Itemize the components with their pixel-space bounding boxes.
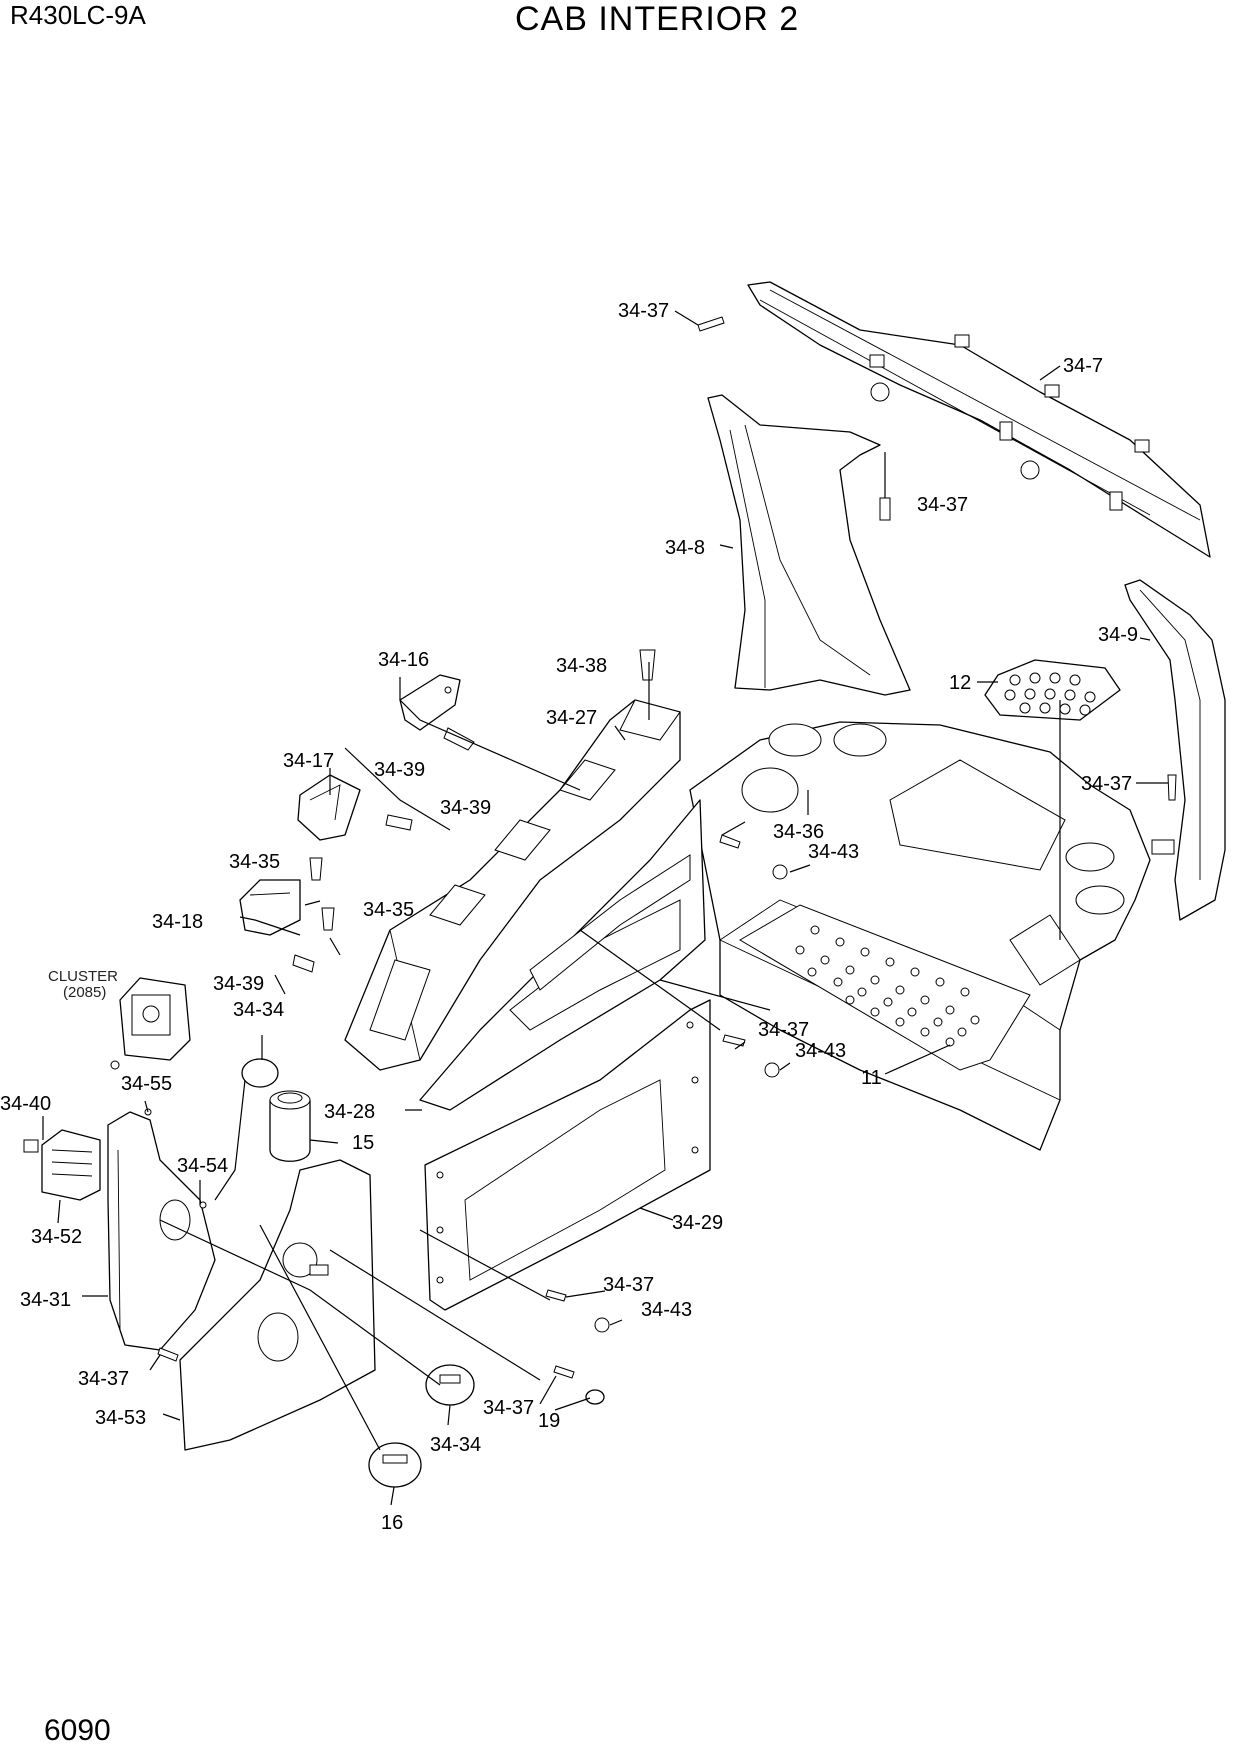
part-34-16-bracket bbox=[399, 674, 461, 731]
callout-34-37: 34-37 bbox=[758, 1019, 809, 1041]
part-34-17-bracket bbox=[297, 774, 361, 841]
callout-11: 11 bbox=[861, 1067, 882, 1089]
callout-34-55: 34-55 bbox=[121, 1073, 172, 1095]
callout-34-36: 34-36 bbox=[773, 821, 824, 843]
leader-lines bbox=[42, 310, 1168, 1506]
page-title: CAB INTERIOR 2 bbox=[515, 0, 800, 38]
part-34-9-right-pillar-trim bbox=[1124, 579, 1226, 921]
callout-16: 16 bbox=[381, 1512, 403, 1534]
part-34-53-left-lower-panel bbox=[179, 1159, 376, 1451]
part-15-cup-holder bbox=[269, 1090, 311, 1162]
callout-34-43: 34-43 bbox=[808, 841, 859, 863]
callout-34-39: 34-39 bbox=[213, 973, 264, 995]
part-11-rear-storage-tray bbox=[689, 721, 1151, 1151]
callout-34-35: 34-35 bbox=[363, 899, 414, 921]
callout-34-37: 34-37 bbox=[603, 1274, 654, 1296]
part-12-perforated-plate bbox=[984, 659, 1121, 721]
callout-34-28: 34-28 bbox=[324, 1101, 375, 1123]
part-34-34-cap-upper bbox=[241, 1058, 279, 1088]
part-34-52-relay-box bbox=[41, 1129, 101, 1201]
fasteners bbox=[23, 316, 1177, 1379]
callout-34-54: 34-54 bbox=[177, 1155, 228, 1177]
part-19-cap bbox=[585, 1389, 605, 1405]
callout-34-9: 34-9 bbox=[1098, 624, 1138, 646]
callout-34-40: 34-40 bbox=[0, 1093, 51, 1115]
callout-34-43: 34-43 bbox=[795, 1040, 846, 1062]
page-number: 6090 bbox=[44, 1714, 111, 1747]
callout-34-37: 34-37 bbox=[917, 494, 968, 516]
callout-19: 19 bbox=[538, 1410, 560, 1432]
callout-34-34: 34-34 bbox=[430, 1434, 481, 1456]
callout-12: 12 bbox=[949, 672, 971, 694]
part-34-27-center-console bbox=[344, 699, 681, 1071]
part-34-28-side-panel bbox=[419, 799, 706, 1111]
callout-34-37: 34-37 bbox=[483, 1397, 534, 1419]
part-34-8-pillar-trim bbox=[707, 394, 911, 696]
callout-34-37: 34-37 bbox=[1081, 773, 1132, 795]
callout-34-43: 34-43 bbox=[641, 1299, 692, 1321]
cluster-box bbox=[119, 977, 191, 1061]
part-34-31-left-console-panel bbox=[107, 1111, 216, 1351]
part-34-29-side-cover bbox=[424, 999, 711, 1311]
callout-34-7: 34-7 bbox=[1063, 355, 1103, 377]
callout-34-31: 34-31 bbox=[20, 1289, 71, 1311]
callout-34-39: 34-39 bbox=[440, 797, 491, 819]
callout-34-39: 34-39 bbox=[374, 759, 425, 781]
callout-34-17: 34-17 bbox=[283, 750, 334, 772]
callout-34-38: 34-38 bbox=[556, 655, 607, 677]
callout-34-27: 34-27 bbox=[546, 707, 597, 729]
callout-34-52: 34-52 bbox=[31, 1226, 82, 1248]
callout-34-35: 34-35 bbox=[229, 851, 280, 873]
callout-34-37: 34-37 bbox=[618, 300, 669, 322]
callout-15: 15 bbox=[352, 1132, 374, 1154]
part-34-7-upper-trim bbox=[747, 281, 1211, 558]
cluster-label: CLUSTER bbox=[48, 968, 118, 985]
callout-34-18: 34-18 bbox=[152, 911, 203, 933]
part-34-34-cap-lower bbox=[425, 1364, 475, 1406]
callout-labels: 34-37 34-7 34-37 34-8 34-9 34-16 34-38 1… bbox=[0, 300, 1138, 1534]
part-16-lid bbox=[368, 1442, 422, 1488]
callout-34-29: 34-29 bbox=[672, 1212, 723, 1234]
callout-34-53: 34-53 bbox=[95, 1407, 146, 1429]
callout-34-16: 34-16 bbox=[378, 649, 429, 671]
model-number: R430LC-9A bbox=[10, 0, 146, 30]
callout-34-8: 34-8 bbox=[665, 537, 705, 559]
callout-34-34: 34-34 bbox=[233, 999, 284, 1021]
cluster-ref: (2085) bbox=[63, 984, 106, 1001]
part-34-18-bracket bbox=[239, 879, 301, 936]
callout-34-37: 34-37 bbox=[78, 1368, 129, 1390]
